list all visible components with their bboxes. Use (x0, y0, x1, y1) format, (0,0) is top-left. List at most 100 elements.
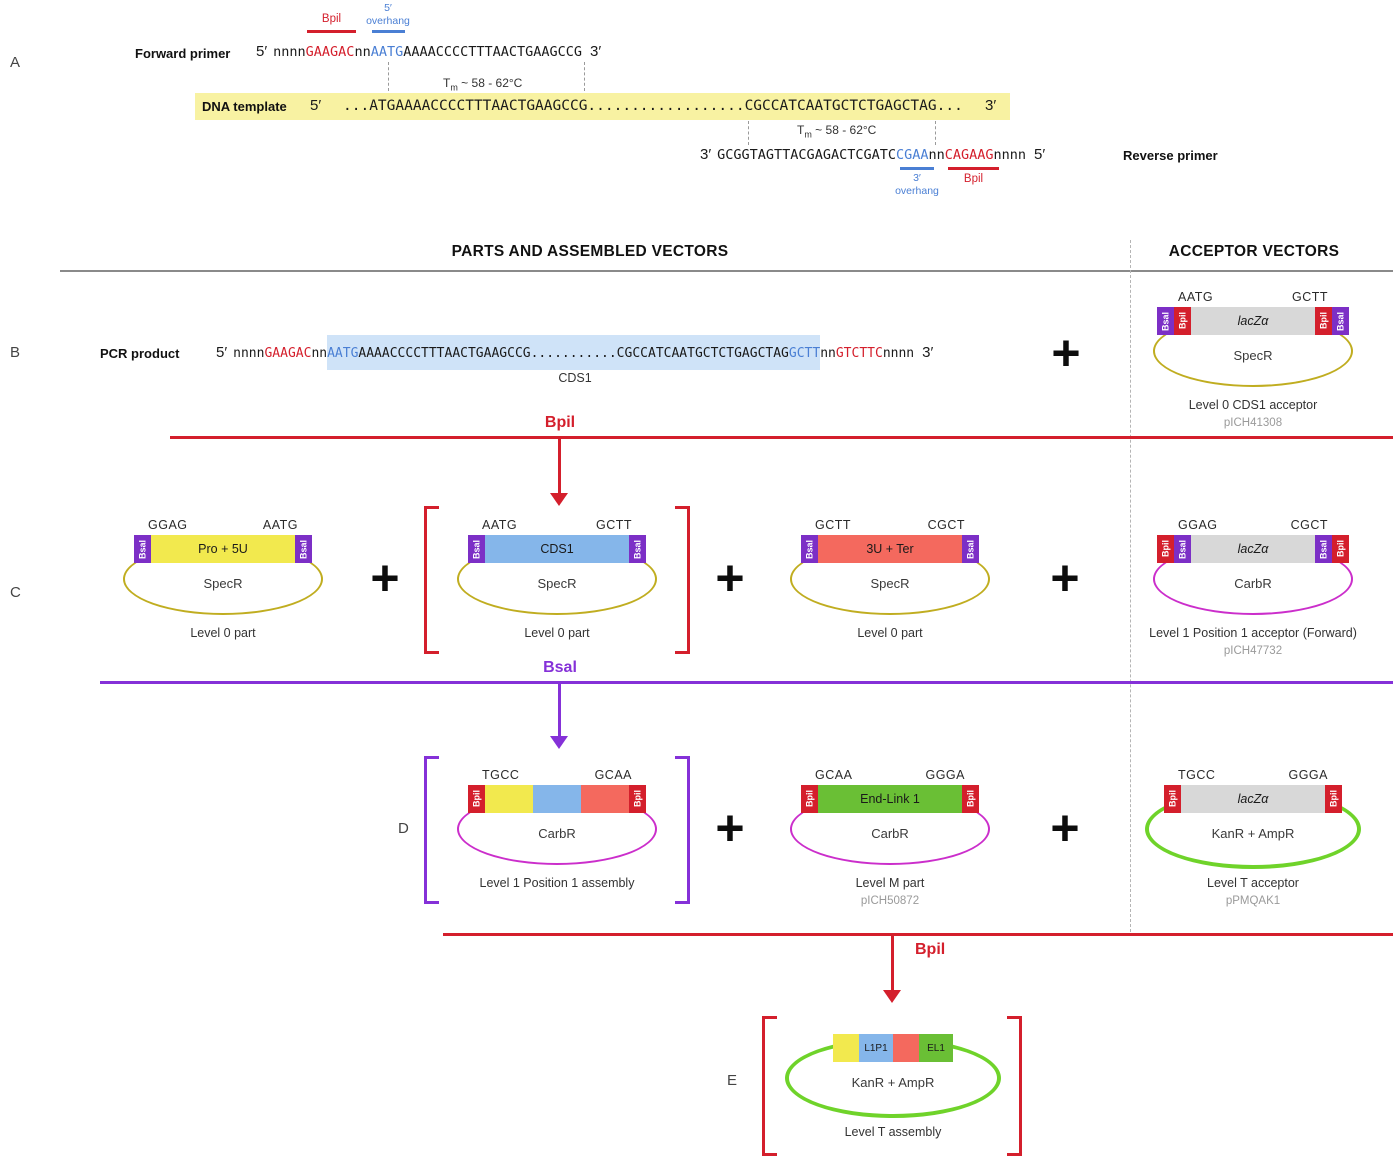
plasmid-id: pPMQAK1 (1225, 895, 1281, 907)
plasmid-name: SpecR (1233, 348, 1273, 363)
bracket-right (1007, 1016, 1022, 1156)
overhang-left-label: AATG (482, 518, 518, 532)
plasmid-caption: Level M part (855, 876, 925, 890)
plasmid-caption: Level 1 Position 1 acceptor (Forward) (1149, 626, 1357, 640)
cds1-highlight: AATGAAAACCCCTTTAACTGAAGCCG...........CGC… (327, 335, 821, 370)
el1-segment: EL1 (919, 1034, 953, 1062)
insert-construct: Bsal Bpil lacZα Bpil Bsal (1157, 307, 1349, 335)
plasmid-caption: Level T acceptor (1207, 876, 1299, 890)
seq-segment: nnnn (273, 44, 306, 60)
part-box: End-Link 1 (818, 785, 962, 813)
panel-c-label: C (10, 584, 21, 601)
plasmid-caption: Level 0 CDS1 acceptor (1188, 398, 1318, 412)
bpil-site-flag: Bpil (468, 785, 485, 813)
panel-e-label: E (727, 1072, 738, 1089)
part-box: CDS1 (485, 535, 629, 563)
prime-3: 3′ (922, 344, 934, 361)
digest-line-bpil-2 (443, 933, 1393, 936)
overhang-left-label: TGCC (482, 768, 520, 782)
plasmid-name: KanR + AmpR (851, 1075, 935, 1090)
dna-template-label: DNA template (202, 99, 287, 114)
bsal-site-flag: Bsal (295, 535, 312, 563)
reverse-primer-sequence: 3′GCGGTAGTTACGAGACTCGATCCGAAnnCAGAAGnnnn… (700, 146, 1045, 164)
bpil-recognition-seq: GAAGAC (264, 346, 312, 361)
section-divider-line (60, 270, 1393, 272)
level0-cds1-acceptor-plasmid: AATG GCTT Bsal Bpil lacZα Bpil Bsal SpecR… (1123, 290, 1383, 440)
lacz-insert-box: lacZα (1181, 785, 1325, 813)
overhang-seq: GCTT (788, 346, 821, 361)
plasmid-name: CarbR (871, 826, 909, 841)
overhang-tag-line1: 3′ (913, 172, 921, 184)
tm-sub: m (804, 129, 812, 140)
overhang-right-label: CGCT (927, 518, 965, 532)
bsal-site-flag: Bsal (1174, 535, 1191, 563)
template-sequence: ...ATGAAAACCCCTTTAACTGAAGCCG............… (343, 98, 963, 114)
bsal-site-flag: Bsal (1332, 307, 1349, 335)
insert-construct: Bsal CDS1 Bsal (468, 535, 646, 563)
plus-sign: + (1051, 325, 1081, 381)
plasmid-caption: Level 1 Position 1 assembly (479, 876, 635, 890)
bsal-site-flag: Bsal (1315, 535, 1332, 563)
cds1-label: CDS1 (558, 371, 592, 385)
plus-sign: + (1050, 800, 1080, 856)
overhang-seq: AATG (370, 44, 404, 60)
insert-construct: Bpil Bsal lacZα Bsal Bpil (1157, 535, 1349, 563)
seq-segment: nn (311, 346, 328, 361)
plasmid-caption: Level 0 part (857, 626, 923, 640)
prime-3: 3′ (985, 97, 997, 114)
pcr-product-sequence: 5′nnnnGAAGACnnAATGAAAACCCCTTTAACTGAAGCCG… (216, 335, 934, 370)
digest-arrowhead-2 (550, 736, 568, 749)
bpil-site-tag-reverse: Bpil (963, 173, 984, 185)
panel-a-label: A (10, 54, 21, 71)
plasmid-caption: Level T assembly (844, 1125, 942, 1139)
lacz-insert-box: lacZα (1191, 535, 1315, 563)
forward-primer-sequence: 5′nnnnGAAGACnnAATGAAAACCCCTTTAACTGAAGCCG… (256, 43, 601, 61)
insert-construct: Bsal 3U + Ter Bsal (801, 535, 979, 563)
plus-sign: + (715, 550, 745, 606)
pro5u-segment (485, 785, 533, 813)
levelT-assembly-plasmid: L1P1 EL1 KanR + AmpR Level T assembly (763, 1017, 1023, 1163)
overhang-labels: GCTT CGCT (815, 518, 965, 532)
bsal-site-flag: Bsal (629, 535, 646, 563)
insert-construct: Bpil End-Link 1 Bpil (801, 785, 979, 813)
overhang-left-label: GGAG (1178, 518, 1218, 532)
prime-3: 3′ (700, 146, 712, 163)
plasmid-caption: Level 0 part (190, 626, 256, 640)
bsal-site-flag: Bsal (1157, 307, 1174, 335)
digest-arrowhead-1 (550, 493, 568, 506)
digest-line-bpil-1 (170, 436, 1393, 439)
seq-segment: nn (928, 147, 945, 163)
insert-construct: Bpil lacZα Bpil (1164, 785, 1342, 813)
bracket-right (675, 506, 690, 654)
3uter-segment (893, 1034, 919, 1062)
overhang-left-label: AATG (1178, 290, 1214, 304)
tm-annotation-reverse: Tm ~ 58 - 62°C (797, 123, 876, 139)
digest-arrow-1 (558, 438, 561, 494)
bpil-site-flag: Bpil (1157, 535, 1174, 563)
plasmid-id: pICH41308 (1223, 417, 1283, 429)
bpil-site-flag: Bpil (1325, 785, 1342, 813)
forward-primer-label: Forward primer (135, 46, 231, 61)
seq-segment: nnnn (233, 346, 265, 361)
dashed-connector (935, 121, 936, 145)
overhang-right-label: CGCT (1290, 518, 1328, 532)
digest-line-bsal (100, 681, 1393, 684)
overhang-left-label: GGAG (148, 518, 188, 532)
overhang-right-label: GCTT (1291, 290, 1328, 304)
overhang-left-label: GCTT (815, 518, 852, 532)
overhang-right-label: GCTT (595, 518, 632, 532)
prime-5: 5′ (1034, 146, 1046, 163)
overhang-tag-line2: overhang (895, 185, 939, 198)
plasmid-caption: Level 0 part (524, 626, 590, 640)
five-prime-overhang-tag: 5′ overhang (348, 2, 428, 28)
insert-construct: L1P1 EL1 (833, 1034, 953, 1062)
plasmid-name: KanR + AmpR (1211, 826, 1295, 841)
prime-5: 5′ (310, 97, 322, 114)
bpil-recognition-seq: CAGAAG (944, 147, 994, 163)
plasmid-name: SpecR (870, 576, 910, 591)
overhang-right-label: GGGA (1288, 768, 1328, 782)
overhang-seq: CGAA (895, 147, 929, 163)
